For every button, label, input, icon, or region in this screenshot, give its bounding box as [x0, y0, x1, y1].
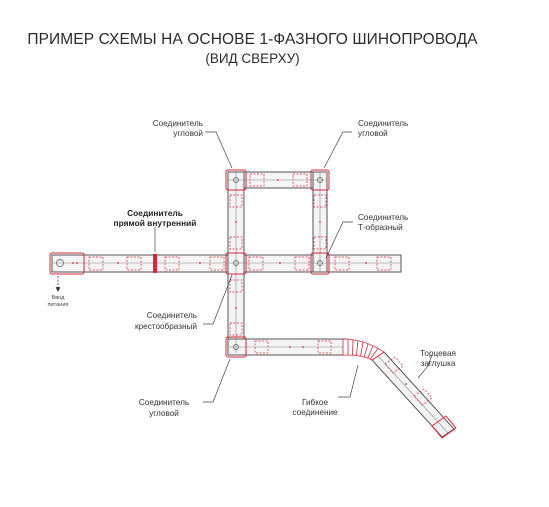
connector-end-cap — [431, 415, 457, 439]
connectors — [49, 169, 457, 439]
label-corner-top-right-line1: Соединитель — [358, 119, 408, 128]
label-flexible-line1: Гибкое — [302, 398, 328, 407]
diagram-subtitle: (ВИД СВЕРХУ) — [205, 51, 300, 66]
label-end-cap-line2: заглушка — [421, 359, 456, 368]
connector-corner-top-right — [310, 169, 330, 191]
label-cross-shaped-line2: крестообразный — [135, 322, 197, 331]
label-corner-top-left-line1: Соединитель — [153, 119, 203, 128]
label-corner-top-left-line2: угловой — [173, 129, 203, 138]
connector-corner-top-left — [225, 169, 247, 191]
label-power-input-line2: питания — [47, 302, 68, 308]
label-t-shaped-line1: Соединитель — [358, 213, 408, 222]
connector-cross — [225, 252, 247, 275]
label-end-cap-line1: Торцевая — [420, 349, 456, 358]
label-corner-bottom-left-line2: угловой — [149, 409, 179, 418]
diagram-title: ПРИМЕР СХЕМЫ НА ОСНОВЕ 1-ФАЗНОГО ШИНОПРО… — [27, 31, 478, 48]
connector-straight-internal — [153, 254, 157, 273]
label-t-shaped-line2: Т-образный — [358, 223, 403, 232]
connector-power-input — [49, 252, 85, 275]
flexible-connection — [342, 338, 385, 361]
label-corner-top-right-line2: угловой — [358, 129, 388, 138]
label-straight-internal-line2: прямой внутренний — [114, 218, 197, 228]
label-straight-internal-line1: Соединитель — [127, 208, 183, 218]
connector-t-shaped — [310, 252, 330, 275]
connector-corner-bottom-left — [225, 336, 247, 358]
label-cross-shaped-line1: Соединитель — [147, 311, 197, 320]
track-rails — [51, 171, 455, 438]
mounting-clips — [88, 173, 433, 406]
label-corner-bottom-left-line1: Соединитель — [139, 398, 189, 407]
label-power-input-line1: Ввод — [52, 295, 66, 301]
label-flexible-line2: соединение — [292, 408, 338, 417]
